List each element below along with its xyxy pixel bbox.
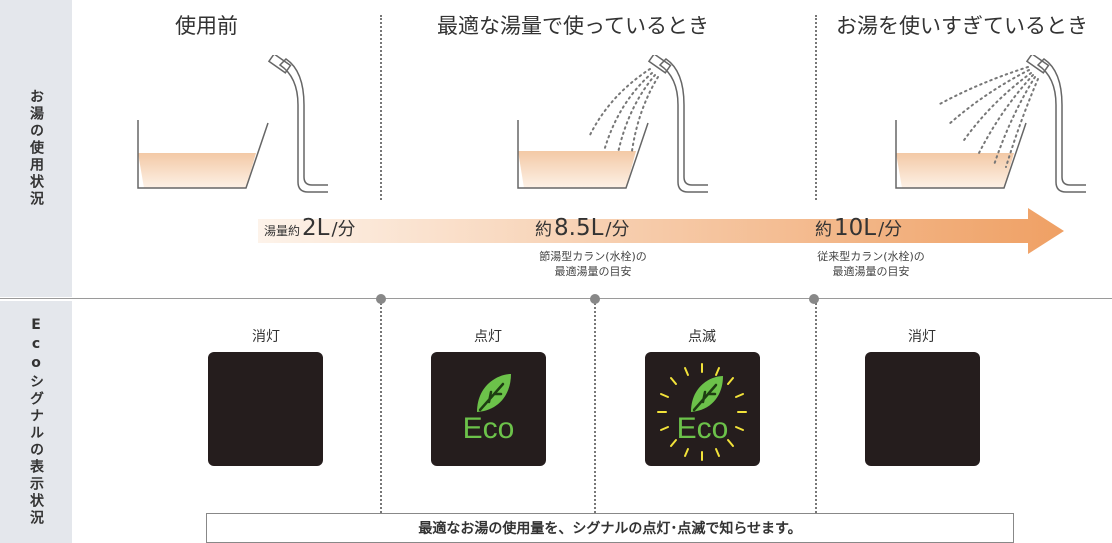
eco-signal-panel-off-2 <box>865 352 980 466</box>
sidebar-signal-label: Ecoシグナルの表示状況 <box>28 317 44 527</box>
flow-label-start: 湯量約 2L /分 <box>264 215 356 241</box>
sidebar-signal <box>0 301 72 543</box>
bath-faucet-off-illustration <box>137 55 328 193</box>
flow-end-note-line1: 従来型カラン(水栓)の <box>817 250 925 263</box>
flow-end-number: 10L <box>834 215 877 241</box>
flow-rate-arrow <box>258 208 1064 254</box>
phase-title-before-use: 使用前 <box>175 14 238 38</box>
signal-label-off-1: 消灯 <box>252 329 280 345</box>
threshold-node <box>590 294 600 304</box>
signal-label-blink: 点滅 <box>688 329 716 345</box>
signal-divider <box>380 300 382 513</box>
flow-mid-note-line1: 節湯型カラン(水栓)の <box>539 250 647 263</box>
bath-faucet-overuse-illustration <box>895 55 1086 193</box>
signal-label-on: 点灯 <box>474 329 502 345</box>
eco-text-on: Eco <box>462 412 515 445</box>
flow-label-mid: 約 8.5L /分 <box>535 215 629 241</box>
signal-divider <box>594 300 596 513</box>
threshold-node <box>376 294 386 304</box>
flow-end-note-line2: 最適湯量の目安 <box>832 265 910 278</box>
signal-label-off-2: 消灯 <box>908 329 936 345</box>
sidebar-usage <box>0 0 72 297</box>
eco-signal-panel-blink: Eco <box>645 352 760 466</box>
flow-mid-note: 節湯型カラン(水栓)の 最適湯量の目安 <box>518 249 668 279</box>
flow-start-number: 2L <box>302 215 330 241</box>
bath-faucet-optimal-illustration <box>517 55 708 193</box>
flow-end-prefix: 約 <box>815 220 832 240</box>
flow-mid-note-line2: 最適湯量の目安 <box>554 265 632 278</box>
flow-end-unit: /分 <box>878 219 903 240</box>
signal-message-box: 最適なお湯の使用量を、シグナルの点灯･点滅で知らせます。 <box>206 513 1014 543</box>
threshold-node <box>809 294 819 304</box>
flow-start-unit: /分 <box>331 219 356 240</box>
blink-rays-icon <box>657 363 747 461</box>
phase-title-overuse: お湯を使いすぎているとき <box>836 14 1088 38</box>
flow-mid-prefix: 約 <box>535 220 552 240</box>
eco-signal-panel-off <box>208 352 323 466</box>
section-divider <box>0 298 1112 299</box>
flow-mid-number: 8.5L <box>554 215 604 241</box>
flow-mid-unit: /分 <box>605 219 630 240</box>
leaf-icon <box>477 374 511 412</box>
flow-end-note: 従来型カラン(水栓)の 最適湯量の目安 <box>796 249 946 279</box>
phase-divider <box>380 15 382 200</box>
phase-title-optimal: 最適な湯量で使っているとき <box>437 14 709 38</box>
flow-label-end: 約 10L /分 <box>815 215 902 241</box>
sidebar-usage-label: お湯の使用状況 <box>28 89 44 208</box>
phase-divider <box>815 15 817 200</box>
flow-start-prefix: 湯量約 <box>264 224 301 238</box>
eco-signal-panel-on: Eco <box>431 352 546 466</box>
eco-text-blink: Eco <box>676 412 729 445</box>
signal-divider <box>815 300 817 513</box>
